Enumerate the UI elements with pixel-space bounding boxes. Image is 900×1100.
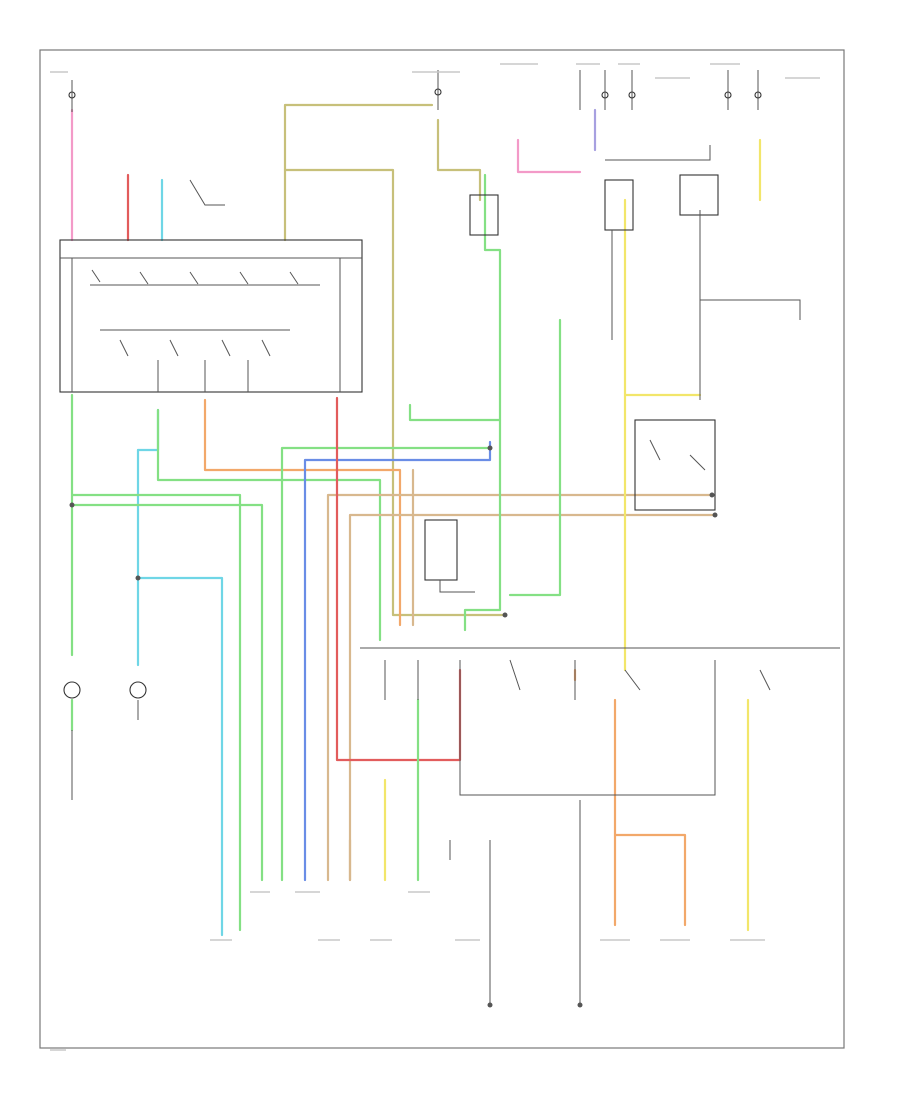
relay-lower-contacts [649, 439, 706, 471]
wire-pink-right [516, 138, 582, 174]
lamp-left-2 [129, 681, 147, 699]
ground-1 [487, 1002, 493, 1008]
switch-drops [71, 258, 341, 392]
splice-5 [712, 512, 718, 518]
lower-switches [384, 659, 771, 700]
wire-red-long [335, 396, 462, 762]
wire-yellow-1 [623, 198, 702, 397]
lower-box [459, 660, 716, 796]
relay-box-mid [424, 519, 458, 581]
fuse-center-icon [434, 88, 442, 96]
wire-olive-branch [283, 168, 507, 617]
label-mark-group-top [50, 63, 820, 79]
fuse-right-1 [601, 91, 609, 99]
component-group [59, 70, 840, 1008]
wire-tan-1 [326, 493, 714, 882]
headlamp-switch-box [59, 239, 363, 393]
right-bus-top [605, 145, 711, 161]
lamp-left-1 [63, 681, 81, 699]
fuse-left-icon [68, 91, 76, 99]
wire-cyan-mid [136, 408, 160, 452]
relay-box-upper [469, 194, 499, 236]
relay-box-right-lower [634, 419, 716, 511]
dimmer-switch [189, 179, 225, 206]
wire-orange-right-1 [613, 833, 687, 927]
relay-box-right-1 [604, 179, 634, 231]
fuse-right-3 [724, 91, 732, 99]
diagram-frame [39, 49, 845, 1049]
wire-group [70, 103, 762, 937]
wire-green-horz-2 [70, 503, 264, 882]
fuse-right-4 [754, 91, 762, 99]
wire-green-right-1 [408, 173, 502, 422]
wire-olive-right [436, 118, 482, 202]
splice-3 [487, 445, 493, 451]
switch-contacts [91, 269, 299, 357]
wire-cyan-horz [136, 576, 224, 937]
wire-green-wide [280, 446, 492, 882]
wire-green-mid [156, 408, 382, 642]
wire-blue [303, 440, 492, 882]
wire-green-horz-1 [70, 493, 242, 932]
relay-mid-wire [439, 580, 475, 593]
splice-1 [69, 502, 75, 508]
lamp-left-leads [71, 700, 139, 800]
wire-olive-top [283, 103, 434, 242]
fuse-row [579, 70, 759, 110]
right-bus-feed [700, 299, 801, 320]
fuse-right-2 [628, 91, 636, 99]
label-mark-group-bottom [50, 891, 765, 1051]
wire-green-right-3 [463, 418, 502, 632]
splice-2 [135, 575, 141, 581]
wire-tan-2 [348, 513, 717, 882]
splice-6 [502, 612, 508, 618]
wire-green-right-2 [508, 318, 562, 597]
faint-label-marks [50, 63, 820, 1051]
wire-orange-horz [203, 398, 402, 627]
splice-4 [709, 492, 715, 498]
relay-box-right-2 [679, 174, 719, 216]
ground-2 [577, 1002, 583, 1008]
ground-lines [449, 800, 581, 1005]
